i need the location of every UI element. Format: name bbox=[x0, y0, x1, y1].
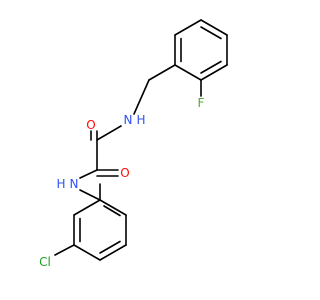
bond-ring1-ch2 bbox=[148, 64, 176, 81]
bond-n-c1 bbox=[96, 125, 122, 141]
molecule-structure: F N H O O N H Cl bbox=[39, 19, 228, 269]
atom-amide-n-top: N bbox=[124, 113, 133, 127]
bond-ring2-c bbox=[99, 244, 127, 261]
bond-c-cl bbox=[54, 244, 75, 256]
bond-ring2-f bbox=[73, 199, 101, 216]
bond-ring2-inner-2 bbox=[99, 240, 121, 254]
bond-ring1-a bbox=[200, 19, 228, 36]
bond-n-ring2 bbox=[79, 189, 101, 201]
atom-amide-n-bottom: N bbox=[70, 177, 79, 191]
bond-ring2-d bbox=[73, 244, 101, 261]
bond-ring2-inner-1 bbox=[103, 205, 121, 217]
bond-ring1-c bbox=[200, 64, 228, 81]
bond-ring1-inner-2 bbox=[200, 60, 222, 74]
atom-fluorine: F bbox=[198, 96, 205, 110]
bond-ch2-n bbox=[133, 79, 150, 115]
atom-oxygen-left: O bbox=[86, 118, 95, 132]
atom-amide-h-top: H bbox=[136, 113, 145, 127]
atom-chlorine: Cl bbox=[39, 255, 51, 269]
bond-ring2-a bbox=[99, 199, 127, 216]
atom-labels: F N H O O N H Cl bbox=[39, 96, 204, 269]
atom-oxygen-right: O bbox=[120, 166, 129, 180]
bonds bbox=[54, 19, 228, 261]
bond-ring1-inner-1 bbox=[200, 26, 222, 40]
bond-ring1-f bbox=[174, 19, 202, 36]
atom-amide-h-bottom: H bbox=[56, 177, 65, 191]
bond-ring1-d bbox=[174, 64, 202, 81]
bond-c2-n bbox=[79, 169, 98, 179]
